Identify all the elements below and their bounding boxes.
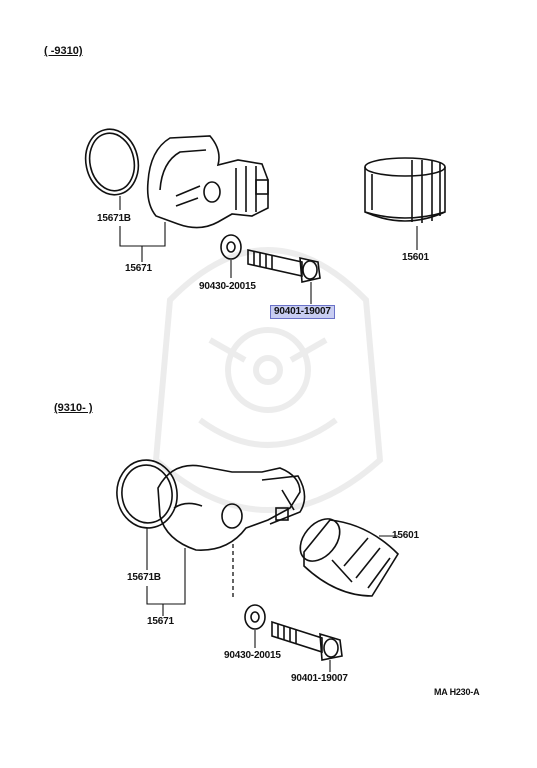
label-top-90401-19007[interactable]: 90401-19007 — [270, 305, 335, 319]
label-bottom-90430-20015[interactable]: 90430-20015 — [224, 650, 281, 661]
bottom-bracket-15671 — [157, 464, 306, 551]
top-bracket-15671 — [146, 135, 269, 229]
top-washer-90430 — [220, 234, 242, 260]
section-header-top: ( -9310) — [44, 45, 83, 57]
label-bottom-90401-19007[interactable]: 90401-19007 — [291, 673, 348, 684]
label-bottom-15671[interactable]: 15671 — [147, 616, 174, 627]
top-oil-filter-15601 — [364, 157, 446, 223]
top-leader-lines — [119, 196, 418, 304]
label-bottom-15671b[interactable]: 15671B — [127, 572, 161, 583]
bottom-washer-90430 — [244, 604, 266, 630]
label-top-90430-20015[interactable]: 90430-20015 — [199, 281, 256, 292]
diagram-code: MA H230-A — [434, 687, 480, 697]
label-top-15601[interactable]: 15601 — [402, 252, 429, 263]
top-gasket-15671b — [84, 128, 140, 196]
bottom-gasket-15671b — [116, 459, 178, 529]
label-top-15671b[interactable]: 15671B — [97, 213, 131, 224]
bottom-leader-lines — [146, 528, 398, 672]
top-bolt-90401 — [247, 249, 321, 283]
bottom-bolt-90401 — [271, 620, 343, 661]
watermark-logo — [152, 247, 384, 513]
label-bottom-15601[interactable]: 15601 — [392, 530, 419, 541]
bottom-oil-filter-15601 — [299, 518, 400, 597]
label-top-15671[interactable]: 15671 — [125, 263, 152, 274]
section-header-bottom: (9310- ) — [54, 402, 93, 414]
